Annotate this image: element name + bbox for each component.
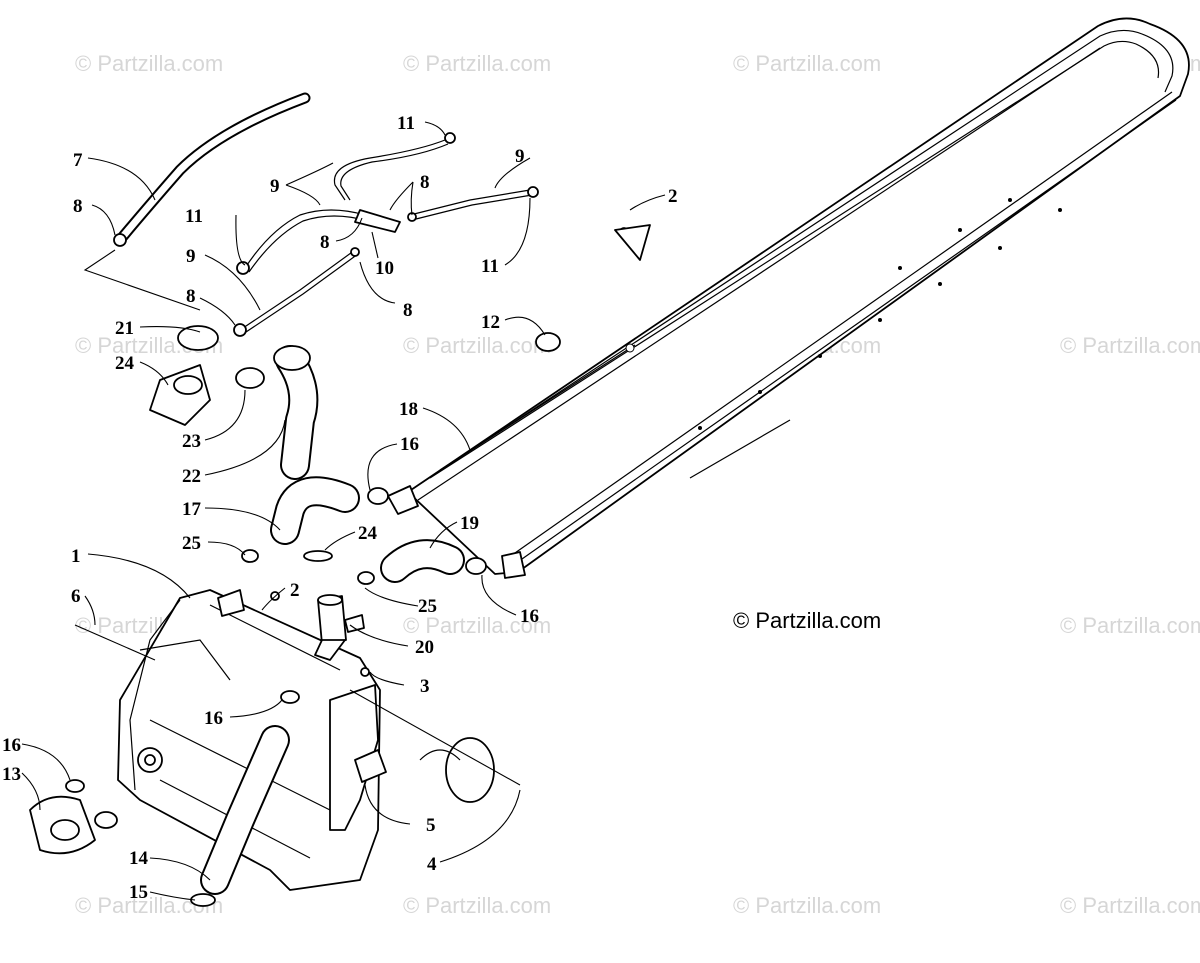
callout-8: 8	[73, 196, 83, 217]
callout-14: 14	[129, 848, 149, 869]
callout-11: 11	[397, 113, 415, 134]
callout-11: 11	[185, 206, 203, 227]
callout-9: 9	[515, 146, 525, 167]
callout-24: 24	[115, 353, 135, 374]
watermark: © Partzilla.com	[403, 333, 551, 358]
callout-6: 6	[71, 586, 81, 607]
callout-10: 10	[375, 258, 394, 279]
callout-15: 15	[129, 882, 148, 903]
callout-1: 1	[71, 546, 81, 567]
fitting-part-20	[314, 594, 365, 661]
callout-17: 17	[182, 499, 202, 520]
callout-25: 25	[182, 533, 201, 554]
callout-21: 21	[115, 318, 134, 339]
watermark: © Partzilla.com	[1060, 893, 1200, 918]
callout-16: 16	[204, 708, 223, 729]
callout-12: 12	[481, 312, 500, 333]
callout-11: 11	[481, 256, 499, 277]
watermark: © Partzilla.com	[403, 613, 551, 638]
hose-part-14	[200, 725, 290, 895]
watermark: © Partzilla.com	[75, 51, 223, 76]
watermark: © Partzilla.com	[1060, 333, 1200, 358]
callout-18: 18	[399, 399, 418, 420]
callout-9: 9	[186, 246, 196, 267]
callout-20: 20	[415, 637, 434, 658]
callout-labels: 1 2 2 3 4 5 6 7 8 8 8 8 8 9 9 9 10 11 11…	[2, 113, 678, 903]
callout-22: 22	[182, 466, 201, 487]
callout-2: 2	[290, 580, 300, 601]
callout-24: 24	[358, 523, 378, 544]
callout-5: 5	[426, 815, 436, 836]
watermark: © Partzilla.com	[733, 893, 881, 918]
hose-part-22	[273, 345, 319, 480]
callout-2: 2	[668, 186, 678, 207]
callout-7: 7	[73, 150, 83, 171]
callout-9: 9	[270, 176, 280, 197]
hose-part-19	[380, 539, 465, 583]
callout-8: 8	[320, 232, 330, 253]
callout-8: 8	[403, 300, 413, 321]
callout-23: 23	[182, 431, 201, 452]
clamps	[65, 227, 629, 907]
leader-lines	[21, 121, 666, 901]
watermark: © Partzilla.com	[1060, 613, 1200, 638]
watermark: © Partzilla.com	[403, 893, 551, 918]
callout-13: 13	[2, 764, 21, 785]
heat-exchanger-part-18	[387, 17, 1190, 579]
copyright-notice: © Partzilla.com	[733, 608, 882, 633]
callout-4: 4	[427, 854, 437, 875]
watermark: © Partzilla.com	[403, 51, 551, 76]
hose-part-17	[270, 476, 360, 545]
callout-16: 16	[400, 434, 419, 455]
callout-16: 16	[2, 735, 21, 756]
callout-19: 19	[460, 513, 479, 534]
vent-hoses	[113, 92, 539, 337]
watermark: © Partzilla.com	[733, 51, 881, 76]
callout-8: 8	[420, 172, 430, 193]
callout-8: 8	[186, 286, 196, 307]
callout-16: 16	[520, 606, 539, 627]
callout-3: 3	[420, 676, 430, 697]
callout-25: 25	[418, 596, 437, 617]
